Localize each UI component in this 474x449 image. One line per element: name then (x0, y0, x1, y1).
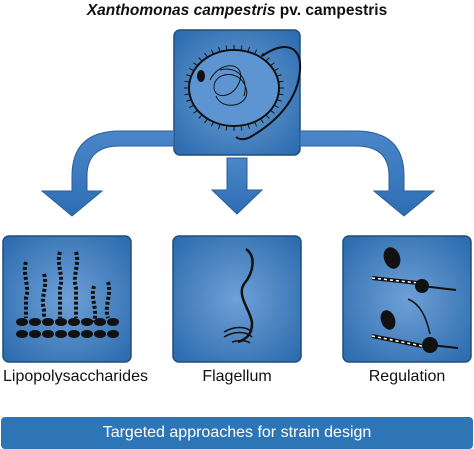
bacterium-cell-icon (184, 45, 302, 141)
title-pathovar: pv. campestris (279, 2, 388, 19)
flagellum-icon (223, 247, 254, 344)
arrow-center (210, 157, 264, 215)
regulation-icon (371, 247, 459, 353)
lps-icon (16, 251, 119, 338)
flagellum-box (172, 235, 302, 363)
arrow-right (299, 130, 436, 217)
strain-design-banner: Targeted approaches for strain design (1, 417, 473, 449)
label-lipopolysaccharides: Lipopolysaccharides (3, 368, 148, 385)
regulation-box (342, 235, 472, 363)
title-species: Xanthomonas campestris (86, 2, 276, 19)
lps-box (2, 235, 132, 363)
arrow-left (40, 130, 175, 217)
label-regulation: Regulation (368, 368, 446, 385)
label-flagellum: Flagellum (202, 368, 272, 385)
figure-title: Xanthomonas campestris pv. campestris (0, 2, 474, 20)
